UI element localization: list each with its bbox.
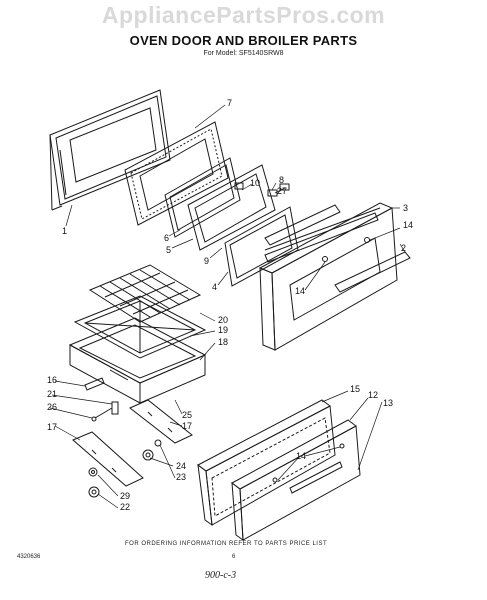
callout-12: 12 [368,390,378,400]
broiler-pan [68,317,207,404]
outer-door-panel [258,202,411,351]
callout-19: 19 [218,325,228,335]
callout-20: 20 [218,315,228,325]
callout-25: 25 [182,410,192,420]
callout-23: 23 [176,472,186,482]
callout-14-top: 14 [403,220,413,230]
callout-27: 27 [277,186,287,196]
callout-6: 6 [164,233,169,243]
ordering-note: FOR ORDERING INFORMATION REFER TO PARTS … [125,541,328,547]
callout-1: 1 [62,226,67,236]
broiler-rail-right [129,399,193,444]
callout-17-right: 17 [182,421,192,431]
callout-10: 10 [250,178,260,188]
broiler-grid [88,264,202,323]
callout-24: 24 [176,461,186,471]
callout-14-mid: 14 [295,286,305,296]
broiler-rail-left [72,431,144,487]
callout-14-bottom: 14 [296,451,306,461]
inner-glass [164,157,241,238]
callout-labels: 1 2 3 4 5 6 7 8 9 10 12 13 14 14 14 15 1… [47,98,413,512]
broiler-door-liner [197,399,336,527]
callout-9: 9 [204,256,209,266]
outer-glass [224,206,299,287]
callout-21: 21 [47,389,57,399]
callout-15: 15 [350,384,360,394]
callout-16: 16 [47,375,57,385]
broiler-outer-door [231,419,361,542]
callout-4: 4 [212,282,217,292]
broiler-rollers [88,439,162,498]
callout-5: 5 [166,245,171,255]
callout-2: 2 [401,243,406,253]
callout-3: 3 [403,203,408,213]
door-gasket [124,121,229,226]
handwritten-note: 900-c-3 [205,570,237,581]
callout-18: 18 [218,337,228,347]
document-code: 4320636 [17,554,41,560]
broiler-hinge-parts [84,377,119,422]
callout-13: 13 [383,398,393,408]
callout-leaders [49,104,406,509]
broiler-pan-insert [73,295,207,359]
diagram-title: OVEN DOOR AND BROILER PARTS [129,33,358,48]
callout-26: 26 [47,402,57,412]
callout-29: 29 [120,491,130,501]
callout-8: 8 [279,175,284,185]
callout-22: 22 [120,502,130,512]
door-clips [264,183,341,246]
callout-7: 7 [227,98,232,108]
window-frame [187,164,276,251]
page-number: 6 [232,554,236,560]
inner-door-liner [49,89,171,211]
watermark: AppliancePartsPros.com [101,2,386,28]
callout-17-left: 17 [47,422,57,432]
model-number: For Model: SF5140SRW8 [203,50,284,57]
